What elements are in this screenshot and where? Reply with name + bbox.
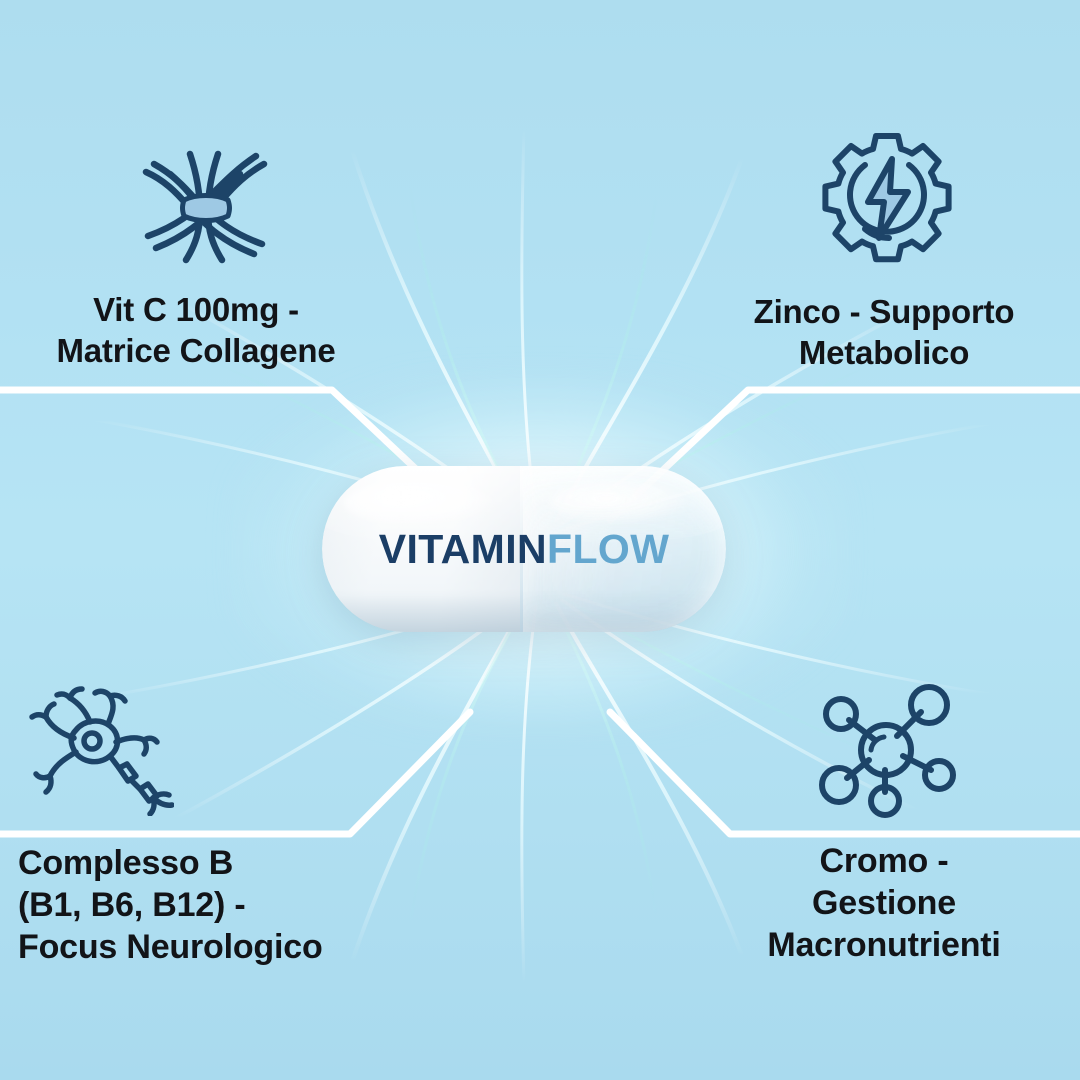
brand-name-primary: VITAMIN — [378, 525, 548, 572]
divider-bottom-left — [0, 708, 474, 838]
feature-label: Cromo - Gestione Macronutrienti — [767, 842, 1001, 965]
molecule-icon — [815, 684, 959, 818]
feature-label: Complesso B (B1, B6, B12) - Focus Neurol… — [18, 844, 323, 967]
feature-label: Vit C 100mg - Matrice Collagene — [56, 291, 336, 369]
feature-zinc: Zinco - Supporto Metabolico — [688, 126, 1080, 374]
muscle-fiber-icon — [130, 140, 280, 268]
feature-label: Zinco - Supporto Metabolico — [753, 293, 1015, 371]
feature-vitamin-c: Vit C 100mg - Matrice Collagene — [0, 140, 392, 372]
brand-name-secondary: FLOW — [547, 525, 670, 572]
neuron-icon — [24, 684, 175, 817]
gear-lightning-icon — [816, 126, 958, 268]
feature-b-complex: Complesso B (B1, B6, B12) - Focus Neurol… — [0, 684, 400, 968]
divider-bottom-right — [606, 708, 1080, 838]
feature-chromium: Cromo - Gestione Macronutrienti — [688, 684, 1080, 966]
